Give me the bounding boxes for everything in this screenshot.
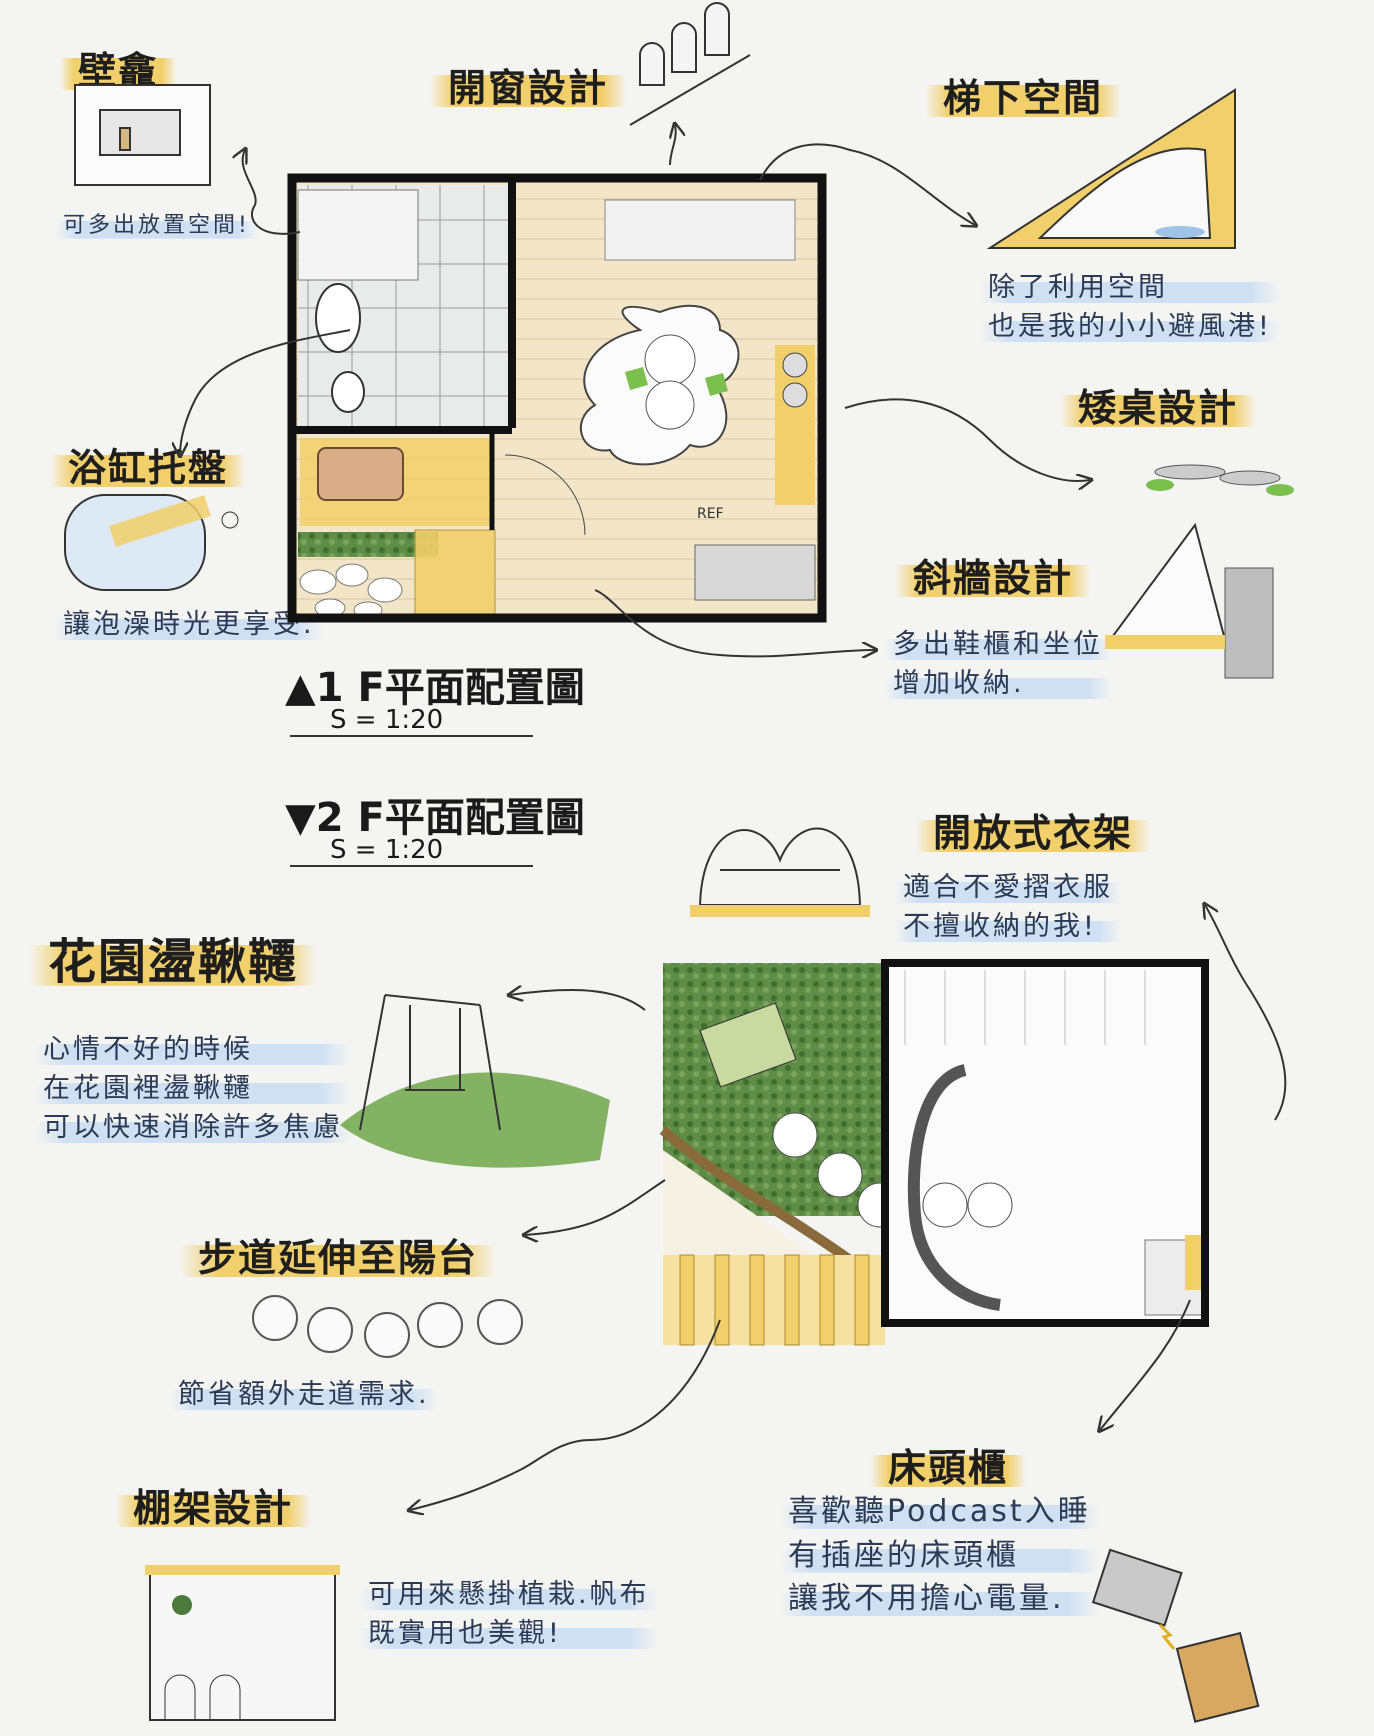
bedside-title: 床頭櫃: [870, 1435, 1027, 1494]
under-stairs-note: 除了利用空間 也是我的小小避風港!: [980, 268, 1280, 347]
window-title: 開窗設計: [430, 55, 627, 114]
slanted-wall-title: 斜牆設計: [895, 545, 1092, 604]
slanted-wall-sketch: [1105, 522, 1274, 679]
callout-arrows: [180, 125, 1287, 1510]
window-sketch: [629, 2, 751, 126]
plan-1f: REF: [287, 173, 827, 623]
ref-label: REF: [697, 506, 724, 522]
bathtub-tray-note: 讓泡澡時光更享受.: [55, 605, 323, 645]
plan-2f-scale: S = 1:20: [290, 835, 534, 867]
plan-2f-title: ▼2 F平面配置圖: [285, 795, 585, 841]
niche-note: 可多出放置空間!: [55, 210, 258, 242]
bedside-sketch: [1091, 1548, 1260, 1723]
bedside-note: 喜歡聽Podcast入睡 有插座的床頭櫃 讓我不用擔心電量.: [780, 1490, 1099, 1621]
garden-swing-note: 心情不好的時候 在花園裡盪鞦韆 可以快速消除許多焦慮: [35, 1030, 351, 1148]
niche-sketch: [74, 84, 211, 186]
slanted-wall-note: 多出鞋櫃和坐位 增加收納.: [885, 625, 1111, 704]
trellis-title: 棚架設計: [115, 1475, 312, 1534]
bathtub-sketch: [64, 494, 239, 591]
open-rack-sketch: [690, 827, 870, 917]
open-rack-note: 適合不愛摺衣服 不擅收納的我!: [895, 868, 1121, 947]
swing-sketch: [340, 994, 610, 1168]
path-note: 節省額外走道需求.: [170, 1375, 438, 1415]
plan-2f: [659, 959, 1209, 1346]
plan-1f-scale: S = 1:20: [290, 705, 534, 737]
plan-1f-title: ▲1 F平面配置圖: [285, 665, 585, 711]
bathtub-tray-title: 浴缸托盤: [50, 435, 247, 494]
trellis-note: 可用來懸掛植栽.帆布 既實用也美觀!: [360, 1575, 658, 1654]
garden-swing-title: 花園盪鞦韆: [30, 920, 317, 994]
under-stairs-title: 梯下空間: [925, 65, 1122, 124]
low-table-title: 矮桌設計: [1060, 375, 1257, 434]
open-rack-title: 開放式衣架: [915, 800, 1152, 859]
trellis-sketch: [145, 1565, 340, 1721]
path-title: 步道延伸至陽台: [180, 1225, 497, 1284]
under-stairs-sketch: [986, 88, 1236, 249]
low-table-sketch: [1146, 464, 1294, 496]
stepping-stones-sketch: [252, 1295, 523, 1358]
